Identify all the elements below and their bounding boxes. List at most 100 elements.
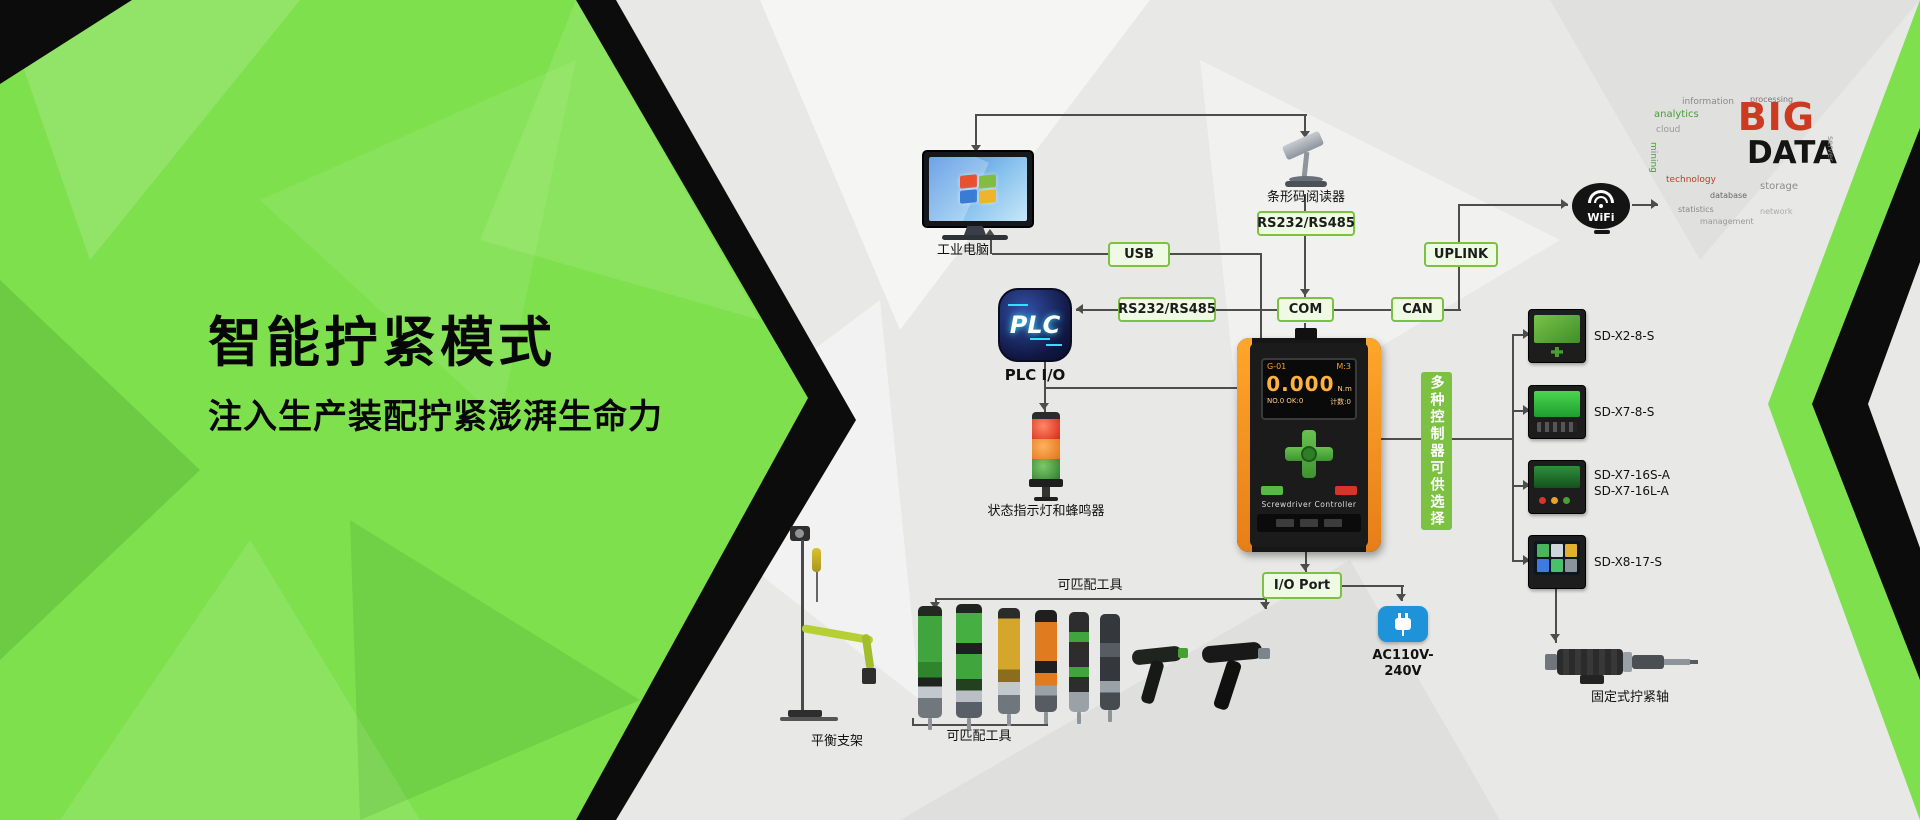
arrow-down-icon xyxy=(1300,131,1310,138)
connector xyxy=(1076,309,1118,311)
monitor-base xyxy=(942,235,1008,240)
page-subtitle: 注入生产装配拧紧澎湃生命力 xyxy=(208,397,663,437)
cloud-word: database xyxy=(1710,191,1748,200)
arrow-down-icon xyxy=(971,145,981,152)
connector xyxy=(1512,334,1530,336)
connector xyxy=(1512,485,1530,487)
power-supply-icon xyxy=(1378,606,1428,642)
spindle-tip xyxy=(1664,659,1690,665)
tool-bit xyxy=(1044,712,1048,724)
screen-count-right: 计数:0 xyxy=(1330,397,1351,406)
connector xyxy=(1046,387,1238,389)
arrow-right-icon xyxy=(1523,555,1530,565)
wifi-icon: WiFi xyxy=(1572,183,1630,229)
balance-stand-wheel xyxy=(795,529,804,538)
controller-product xyxy=(1528,385,1586,439)
arrow-down-icon xyxy=(1260,602,1270,609)
monitor-stand xyxy=(964,226,986,235)
connector xyxy=(1304,194,1306,212)
windows-flag-icon xyxy=(960,174,996,204)
controller-orange-side xyxy=(1366,338,1381,552)
spindle-body xyxy=(1557,649,1623,675)
barcode-scanner-stand xyxy=(1301,151,1310,179)
arrow-down-icon xyxy=(1396,594,1406,601)
connector xyxy=(1458,267,1460,311)
bigdata-data: DATA xyxy=(1746,135,1837,171)
connector xyxy=(1632,204,1658,206)
barcode-scanner-base xyxy=(1285,181,1327,187)
arrow-right-icon xyxy=(1523,480,1530,490)
spindle-tip-end xyxy=(1690,660,1698,664)
arrow-down-icon xyxy=(1039,403,1049,410)
cloud-word: network xyxy=(1760,207,1793,216)
spindle-rear xyxy=(1545,654,1557,670)
controller-product xyxy=(1528,309,1586,363)
wifi-text: Fi xyxy=(1603,211,1615,224)
plc-io-label: PLC I/O xyxy=(1004,366,1066,384)
screen-mode: M:3 xyxy=(1336,362,1351,371)
barcode-reader-label: 条形码阅读器 xyxy=(1266,190,1345,205)
connector xyxy=(1381,438,1422,440)
spindle-front xyxy=(1632,655,1664,669)
lamp-foot xyxy=(1034,497,1058,501)
product-label: SD-X2-8-S xyxy=(1594,329,1655,343)
connector xyxy=(1044,362,1046,412)
connector xyxy=(1444,309,1461,311)
wifi-text: Wi xyxy=(1587,211,1604,224)
power-label: AC110V-240V xyxy=(1372,648,1434,679)
stop-button xyxy=(1335,486,1357,495)
arrow-right-icon xyxy=(1561,199,1568,209)
spring-balancer xyxy=(812,548,821,572)
io-port-tag: I/O Port xyxy=(1262,572,1342,599)
lamp-stem xyxy=(1042,487,1050,497)
page-title: 智能拧紧模式 xyxy=(208,311,556,374)
connector xyxy=(1304,114,1306,138)
connector xyxy=(1334,309,1392,311)
arrow-down-icon xyxy=(1550,634,1560,641)
cloud-word: cloud xyxy=(1656,125,1681,135)
tools-top-label: 可匹配工具 xyxy=(1057,578,1123,593)
arrow-down-icon xyxy=(930,602,940,609)
connector xyxy=(1512,410,1530,412)
ok-button xyxy=(1301,446,1317,462)
product-label: SD-X7-8-S xyxy=(1594,405,1655,419)
status-light-label: 状态指示灯和蜂鸣器 xyxy=(987,504,1105,519)
cloud-word: technology xyxy=(1666,175,1716,185)
connector xyxy=(1260,253,1262,340)
cross-key-icon xyxy=(1551,347,1563,357)
tool-pistol-nose xyxy=(1178,648,1188,658)
tool-bit xyxy=(1077,712,1081,724)
controller-brand: Screwdriver Controller xyxy=(1261,500,1357,509)
arrow-down-icon xyxy=(1300,289,1310,296)
rs232-mid-tag: RS232/RS485 xyxy=(1118,297,1216,322)
can-tag: CAN xyxy=(1391,297,1444,322)
cloud-word: analytics xyxy=(1654,109,1699,120)
controller-screen: G-01 M:3 0.000 N.m NO.0 OK:0 计数:0 xyxy=(1261,358,1357,420)
connector xyxy=(990,236,992,254)
start-button xyxy=(1261,486,1283,495)
arrow-right-icon xyxy=(1523,405,1530,415)
arrow-down-icon xyxy=(1300,564,1310,571)
controller-product xyxy=(1528,460,1586,514)
connector xyxy=(975,114,1307,116)
cloud-word: processing xyxy=(1750,95,1794,104)
torque-unit: N.m xyxy=(1337,384,1352,393)
balancer-cord xyxy=(816,572,818,602)
controller-product xyxy=(1528,535,1586,589)
tool-bit xyxy=(1108,710,1112,722)
controller-options-tag: 多种控制器可供选择 xyxy=(1421,372,1452,530)
usb-tag: USB xyxy=(1108,242,1170,267)
connector xyxy=(1460,204,1568,206)
tool-bit xyxy=(928,718,932,730)
tool-pistol-grip xyxy=(1140,659,1165,705)
lamp-red xyxy=(1032,419,1060,439)
controller-orange-side xyxy=(1237,338,1252,552)
arrow-right-icon xyxy=(1523,329,1530,339)
plug-icon xyxy=(1395,613,1411,636)
tool-pistol-grip xyxy=(1212,658,1243,712)
controller-stub xyxy=(1295,328,1317,340)
bigdata-wordcloud: BIG DATA information analytics storage t… xyxy=(1648,96,1843,231)
lamp-cap xyxy=(1032,412,1060,419)
connector xyxy=(1512,334,1514,562)
